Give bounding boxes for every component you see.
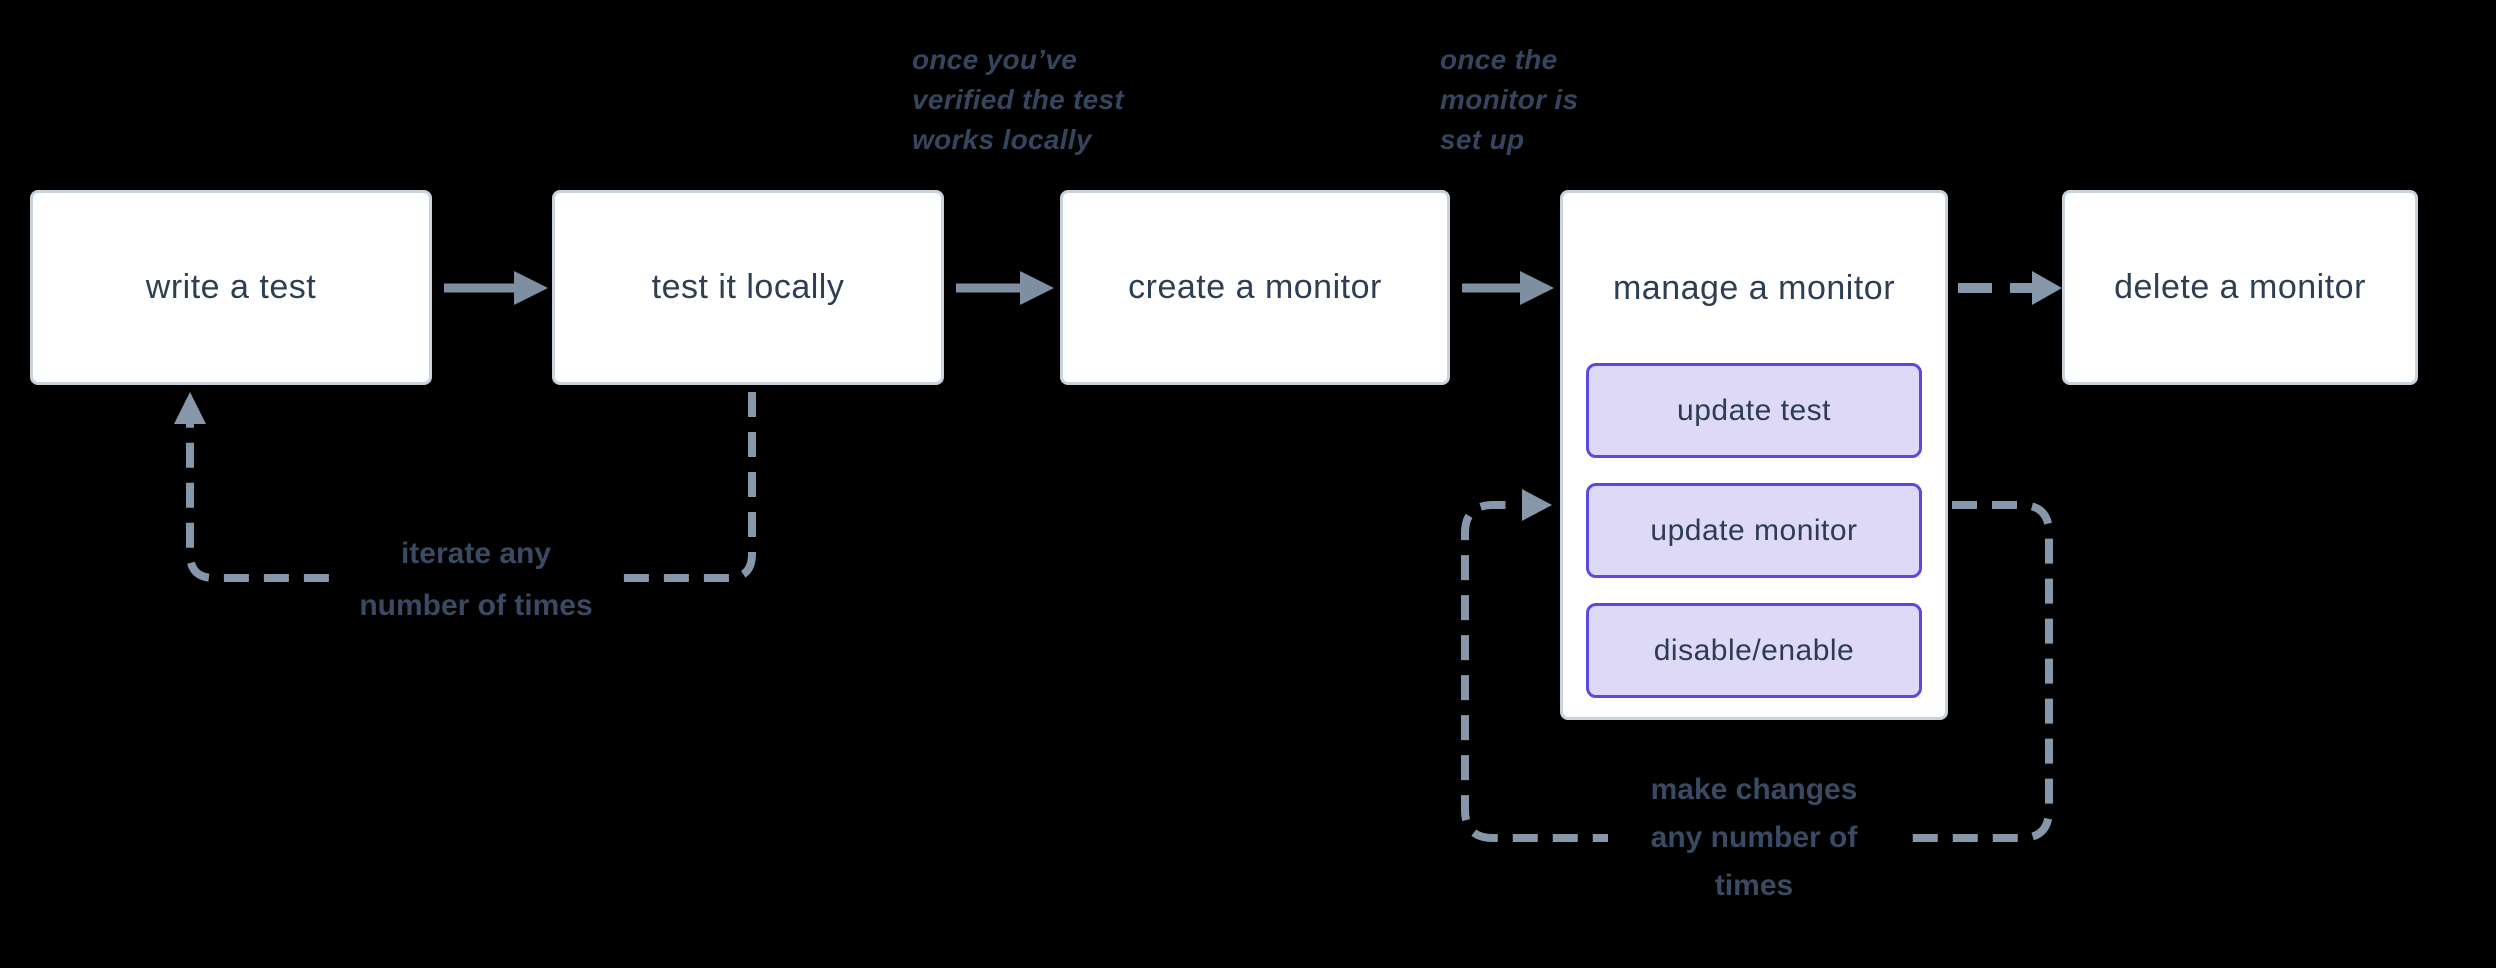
node-delete-a-monitor: delete a monitor — [2062, 190, 2418, 385]
sub-node-update-test: update test — [1586, 363, 1922, 458]
arrow-test-to-create — [956, 271, 1054, 305]
annotation-line: verified the test — [912, 84, 1125, 115]
node-test-it-locally: test it locally — [552, 190, 944, 385]
loop-label-make-changes: make changes any number of times — [1608, 766, 1900, 910]
node-write-a-test: write a test — [30, 190, 432, 385]
node-label: write a test — [145, 268, 317, 306]
sub-node-label: disable/enable — [1653, 633, 1855, 667]
annotation-monitor-set-up: once the monitor is set up — [1440, 40, 1578, 160]
loop-label-line: any number of — [1650, 821, 1858, 854]
dashed-arrow-manage-to-delete — [1958, 271, 2062, 305]
arrowhead-icon — [174, 392, 206, 424]
annotation-line: set up — [1440, 124, 1525, 155]
arrowhead-icon — [2032, 271, 2062, 305]
loop-label-line: times — [1714, 869, 1794, 902]
arrow-create-to-manage — [1462, 271, 1554, 305]
loop-label-iterate: iterate any number of times — [340, 528, 612, 632]
node-label: test it locally — [651, 268, 845, 306]
annotation-verified-locally: once you’ve verified the test works loca… — [912, 40, 1124, 160]
loop-label-line: make changes — [1650, 773, 1858, 806]
sub-node-disable-enable: disable/enable — [1586, 603, 1922, 698]
sub-node-update-monitor: update monitor — [1586, 483, 1922, 578]
arrow-write-to-test — [444, 271, 548, 305]
node-label: manage a monitor — [1612, 269, 1896, 307]
loop-label-line: number of times — [359, 589, 593, 622]
arrowhead-icon — [1520, 271, 1554, 305]
arrowhead-icon — [1522, 489, 1552, 521]
node-label: create a monitor — [1128, 268, 1382, 306]
arrowhead-icon — [1020, 271, 1054, 305]
node-manage-a-monitor: manage a monitor update test update moni… — [1560, 190, 1948, 720]
node-create-a-monitor: create a monitor — [1060, 190, 1450, 385]
sub-node-label: update test — [1677, 393, 1831, 427]
annotation-line: once you’ve — [912, 44, 1078, 75]
loop-label-line: iterate any — [400, 537, 552, 570]
node-label: delete a monitor — [2114, 268, 2366, 306]
annotation-line: works locally — [912, 124, 1092, 155]
annotation-line: monitor is — [1440, 84, 1579, 115]
sub-node-label: update monitor — [1650, 513, 1858, 547]
annotation-line: once the — [1440, 44, 1558, 75]
arrowhead-icon — [514, 271, 548, 305]
